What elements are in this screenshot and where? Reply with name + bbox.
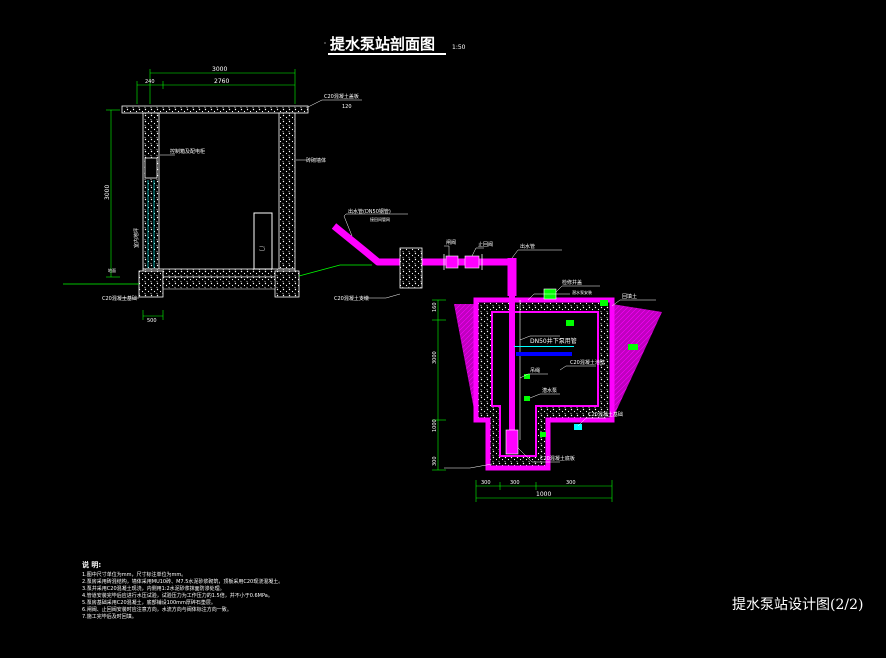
- label-sump-wall: C20混凝土池壁: [570, 359, 605, 366]
- dim-sump-height: 3000: [432, 351, 438, 364]
- dim-sump-side-bot: 300: [432, 456, 438, 466]
- note-item: 2.泵房采用砖混结构，墙体采用MU10砖、M7.5水泥砂浆砌筑，顶板采用C20现…: [82, 579, 284, 585]
- pipeline: [331, 223, 517, 296]
- label-foundation-right: C20混凝土基础: [588, 411, 623, 418]
- label-lift-rope: 吊绳: [530, 367, 540, 374]
- house-dimensions: [106, 69, 296, 320]
- floor-slab: [142, 268, 296, 278]
- label-outlet-pipe: 出水管: [520, 243, 535, 250]
- dim-top-mid: 2760: [214, 78, 229, 85]
- label-pipe-well: DN50井下泵用管: [530, 337, 577, 345]
- label-floor: 室内地坪: [133, 228, 140, 248]
- window: [144, 157, 158, 179]
- dim-top-total: 3000: [212, 66, 227, 73]
- right-foundation: [274, 270, 300, 298]
- dim-sump-total: 1000: [536, 491, 551, 498]
- notes-heading: 说 明:: [82, 561, 102, 569]
- right-slope: [600, 304, 662, 420]
- note-item: 4.管道安装完毕后应进行水压试验，试验压力为工作压力的1.5倍，并不小于0.6M…: [82, 593, 273, 599]
- submersible-pump: [505, 429, 519, 455]
- well-inner: [491, 311, 599, 457]
- label-pump-mount: 潜水泵安装: [572, 289, 592, 295]
- label-well-bottom: C20混凝土底板: [540, 455, 575, 462]
- note-item: 7.施工完毕后及时回填。: [82, 614, 137, 620]
- left-wall: [142, 112, 160, 270]
- pipe-support: [399, 247, 423, 289]
- right-wall: [278, 112, 296, 270]
- well-leaders: [444, 285, 656, 469]
- roof-slab: [121, 105, 309, 114]
- door: [253, 212, 273, 270]
- outlet-pipe-diagonal: [331, 223, 402, 266]
- dim-sump-side-mid: 1000: [432, 419, 438, 432]
- check-valve-body: [464, 255, 480, 269]
- dim-sump-right: 300: [566, 480, 576, 486]
- label-slope: 回填土: [622, 293, 637, 300]
- pipe-highlight: [516, 352, 572, 356]
- note-item: 3.泵井采用C20混凝土现浇，内侧用1:2水泥砂浆抹面防渗处理。: [82, 586, 225, 592]
- note-item: 1.图中尺寸单位为mm，尺寸标注单位为mm。: [82, 572, 187, 578]
- pipe-leaders: [343, 213, 562, 299]
- dim-sump-side-top: 160: [432, 302, 438, 312]
- floor-fill: [162, 276, 276, 290]
- drawing-scale: 1:50: [452, 44, 466, 51]
- note-item: 6.闸阀、止回阀安装时应注意方向，水流方向与阀体标注方向一致。: [82, 607, 232, 613]
- pump-well: [454, 288, 662, 471]
- label-check-valve: 止回阀: [478, 241, 493, 248]
- label-ground: 地面: [108, 267, 116, 273]
- valve-body: [445, 255, 459, 269]
- dim-left-height: 3000: [104, 185, 111, 200]
- label-manhole: 检修井盖: [562, 279, 582, 286]
- label-valve: 闸阀: [446, 239, 456, 246]
- label-power-box: 控制箱及配电柜: [170, 148, 205, 155]
- label-foundation: C20混凝土基础: [102, 295, 137, 302]
- notes: 说 明: 1.图中尺寸单位为mm，尺寸标注单位为mm。 2.泵房采用砖混结构，墙…: [82, 562, 283, 621]
- pump-house: 门: [63, 105, 372, 298]
- label-pipe-upper-sub: 接田间管网: [370, 216, 390, 222]
- door-label: 门: [258, 246, 265, 251]
- label-roof-slab: C20混凝土盖板: [324, 93, 359, 100]
- title-underline: [328, 53, 446, 55]
- sheet-title: 提水泵站设计图(2/2): [732, 597, 864, 613]
- left-foundation: [138, 270, 164, 298]
- dim-bottom-width: 500: [147, 318, 157, 324]
- dim-sump-mid: 300: [510, 480, 520, 486]
- label-roof-thickness: 120: [342, 104, 352, 110]
- label-pump: 潜水泵: [542, 387, 557, 394]
- label-wall: 砖砌墙体: [306, 157, 326, 164]
- dim-top-left: 240: [145, 79, 155, 85]
- note-item: 5.泵房基础采用C20混凝土，底部铺设100mm厚碎石垫层。: [82, 600, 216, 606]
- label-pipe-support: C20混凝土支墩: [334, 295, 369, 302]
- dim-sump-left: 300: [481, 480, 491, 486]
- label-pipe-upper: 出水管(DN50钢管): [348, 208, 391, 215]
- drawing-title: 提水泵站剖面图: [330, 35, 436, 53]
- house-leaders: [122, 99, 362, 299]
- well-dimensions: [432, 299, 613, 502]
